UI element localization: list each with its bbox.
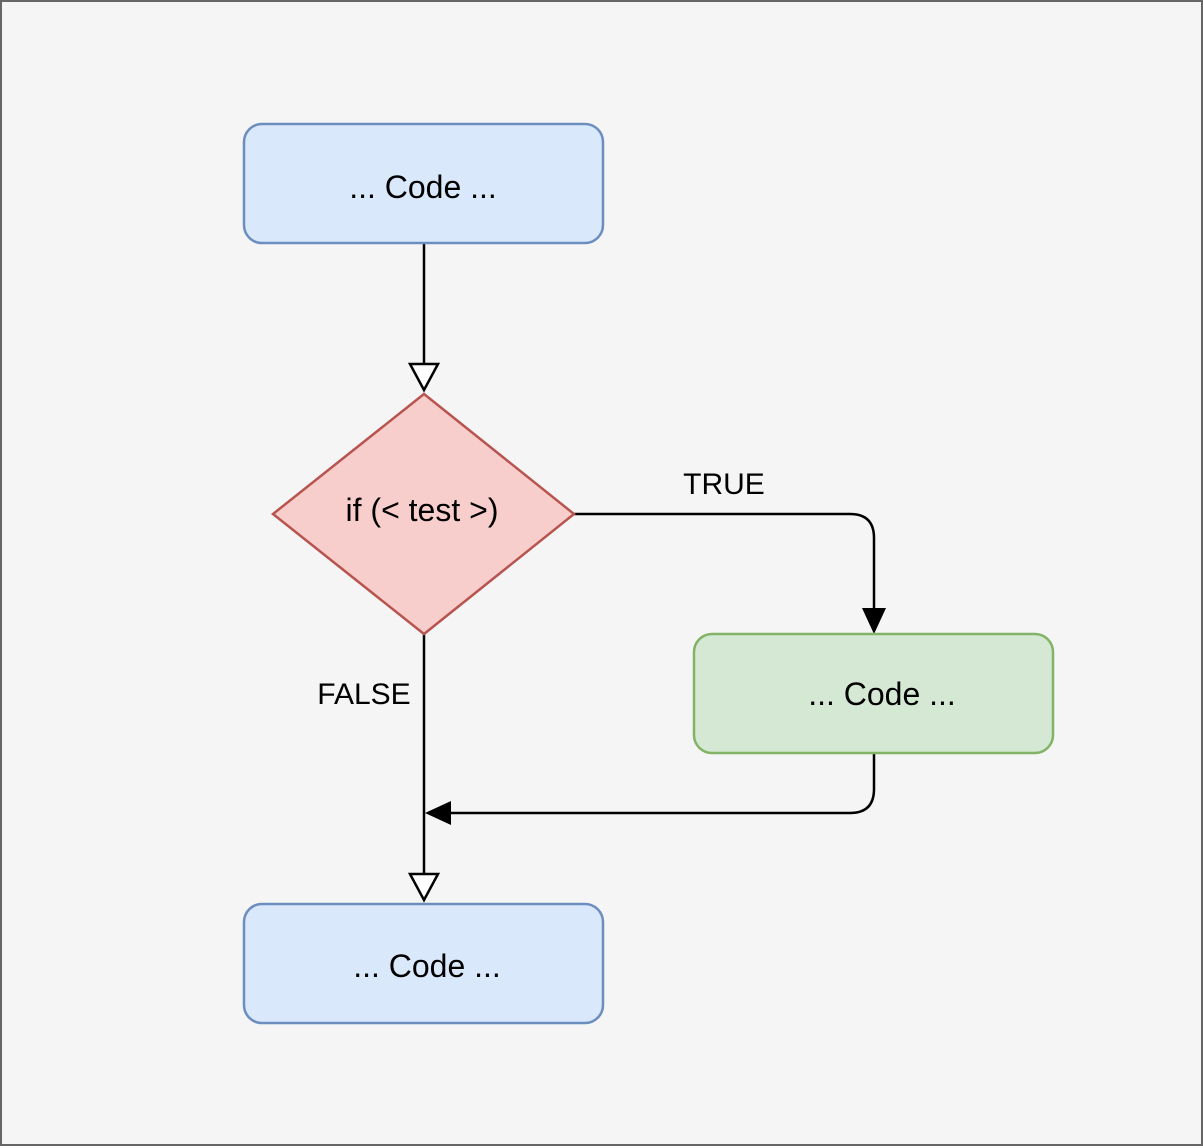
edge-false [407,634,441,903]
solid-arrowhead-icon [862,608,886,634]
edge-start-to-decision [407,244,441,393]
solid-arrowhead-icon [425,801,451,825]
start-code-node: ... Code ... [242,122,605,245]
false-edge-label: FALSE [317,678,410,711]
end-code-node: ... Code ... [242,902,605,1025]
edge-true [574,512,886,634]
true-code-node: ... Code ... [692,632,1055,755]
true-edge-label: TRUE [683,468,765,501]
start-code-label: ... Code ... [349,169,497,205]
decision-node: if (< test >) [270,392,577,636]
decision-label: if (< test >) [346,492,499,528]
end-code-label: ... Code ... [353,948,501,984]
edge-merge [425,754,876,825]
true-code-label: ... Code ... [808,676,956,712]
hollow-arrowhead-icon [407,362,441,393]
hollow-arrowhead-icon [407,872,441,903]
